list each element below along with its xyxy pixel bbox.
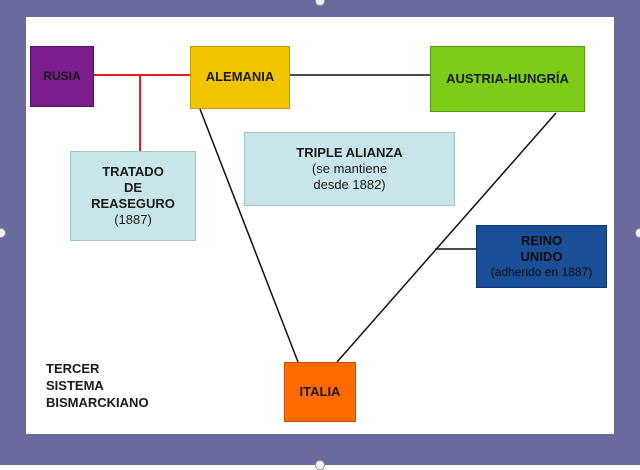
- resize-handle-top[interactable]: [315, 0, 325, 6]
- node-rusia-label: RUSIA: [43, 69, 81, 83]
- caption-line3: BISMARCKIANO: [46, 394, 149, 410]
- reino-note: (adherido en 1887): [490, 265, 593, 280]
- caption-line1: TERCER: [46, 361, 100, 376]
- tratado-line1: TRATADO: [102, 163, 164, 179]
- triple-line2: (se mantiene: [311, 160, 388, 176]
- line-austria-italia: [336, 112, 557, 363]
- tratado-year: (1887): [114, 212, 152, 228]
- node-reino-unido[interactable]: REINO UNIDO (adherido en 1887): [476, 225, 607, 288]
- node-austria-label: AUSTRIA-HUNGRÍA: [446, 70, 569, 86]
- tratado-line3: REASEGURO: [91, 196, 175, 211]
- node-italia-label: ITALIA: [299, 383, 341, 399]
- caption-line2: SISTEMA: [46, 377, 104, 393]
- reino-line2: UNIDO: [520, 249, 563, 264]
- node-italia[interactable]: ITALIA: [284, 362, 356, 422]
- triple-line3: desde 1882): [313, 177, 386, 193]
- line-alemania-italia: [199, 108, 299, 363]
- resize-handle-left[interactable]: [0, 228, 6, 238]
- node-alemania[interactable]: ALEMANIA: [190, 46, 290, 109]
- tratado-line2: DE: [123, 179, 143, 195]
- resize-handle-right[interactable]: [635, 228, 640, 238]
- node-austria-hungria[interactable]: AUSTRIA-HUNGRÍA: [430, 46, 585, 112]
- node-triple-alianza[interactable]: TRIPLE ALIANZA (se mantiene desde 1882): [244, 132, 455, 206]
- caption-tercer-sistema: TERCER SISTEMA BISMARCKIANO: [46, 361, 149, 412]
- node-tratado-reaseguro[interactable]: TRATADO DE REASEGURO (1887): [70, 151, 196, 241]
- triple-title: TRIPLE ALIANZA: [296, 144, 403, 160]
- reino-line1: REINO: [520, 232, 563, 248]
- node-rusia[interactable]: RUSIA: [30, 46, 94, 107]
- node-alemania-label: ALEMANIA: [205, 69, 275, 85]
